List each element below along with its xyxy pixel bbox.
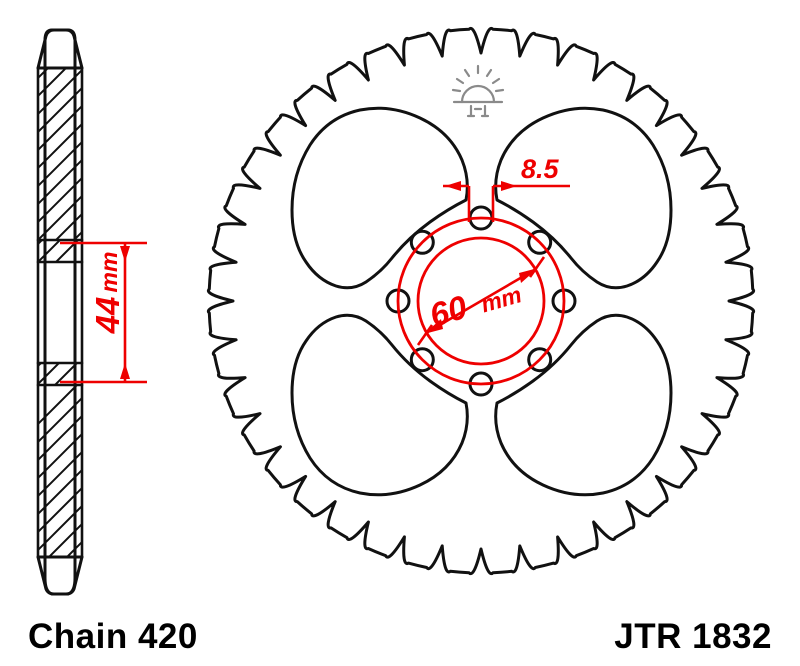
sprocket-teeth-ring [206, 26, 756, 576]
dim-8p5-arrow-right [501, 181, 517, 191]
side-section-view [36, 28, 84, 596]
side-view-hatch-upper-hub [38, 240, 80, 262]
bolt-circle [396, 216, 566, 386]
spoke-window-bottom-left [290, 313, 469, 497]
dim-60-tick-lower [416, 324, 434, 346]
side-view-hatch-top [38, 68, 82, 240]
pitch-circle-60mm [416, 236, 546, 366]
sprocket-teeth-outline [206, 26, 756, 576]
spoke-windows [290, 106, 673, 497]
dim-44-label-group: 44 mm [89, 252, 126, 335]
dim-44-arrow-bottom [120, 363, 130, 379]
bolt-hole [409, 347, 435, 373]
dim-60-unit: mm [478, 281, 524, 317]
face-view: 60 mm 8.5 [206, 26, 756, 576]
dim-8p5-value: 8.5 [521, 154, 560, 184]
dimension-bolt-circle-60mm: 60 mm [416, 256, 546, 346]
dim-60-line [425, 267, 537, 335]
side-view-hatch-bottom [38, 385, 82, 557]
dimension-center-bore-44mm: 44 mm [60, 241, 147, 384]
dim-60-tick-upper [528, 256, 546, 278]
spoke-window-bottom-right [494, 313, 673, 497]
spoke-window-top-right [494, 106, 673, 290]
bolt-hole [527, 347, 553, 373]
part-number-label: JTR 1832 [614, 617, 772, 656]
spoke-window-top-left [290, 106, 469, 290]
dim-44-unit: mm [96, 252, 122, 293]
bolt-hole [409, 229, 435, 255]
bolt-hole [527, 229, 553, 255]
dim-44-value: 44 [89, 297, 126, 335]
chain-label: Chain 420 [28, 617, 198, 656]
side-view-bottom-tip [36, 555, 84, 596]
sunrise-icon [451, 64, 505, 118]
dim-44-arrow-top [120, 246, 130, 262]
side-view-top-tip [36, 28, 84, 70]
side-view-hatch-lower-hub [38, 363, 79, 385]
dim-8p5-arrow-left [445, 181, 461, 191]
dimension-bolt-hole-8p5: 8.5 [443, 154, 570, 222]
